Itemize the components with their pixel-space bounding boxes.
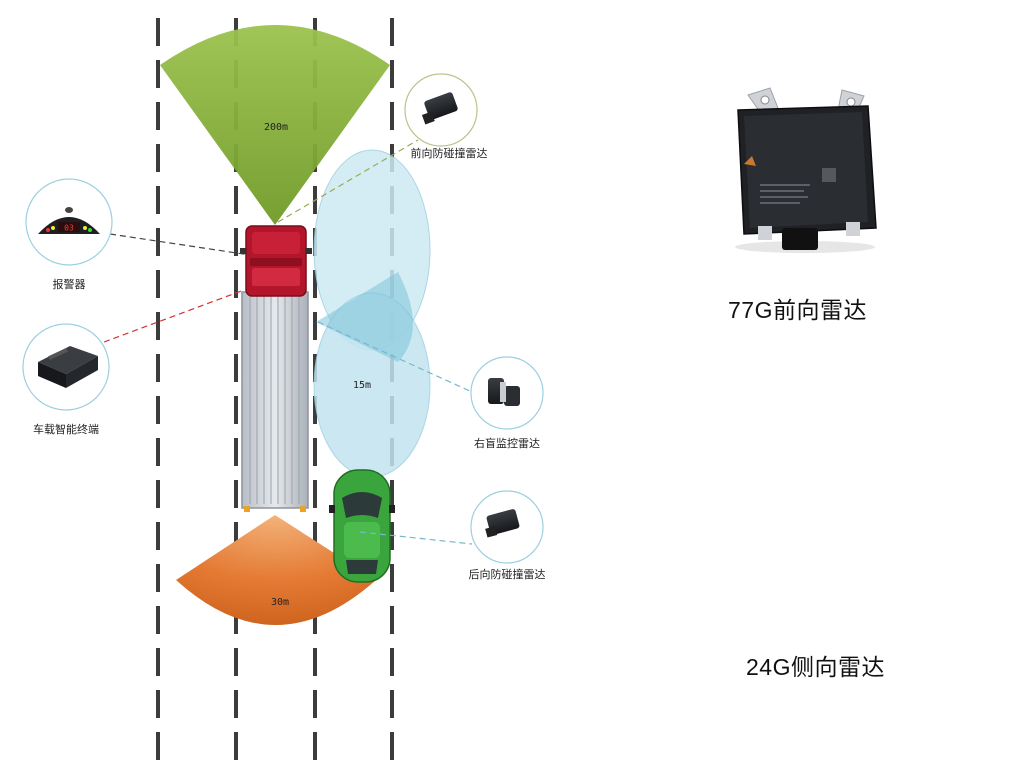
rear-radar-label: 后向防碰撞雷达 bbox=[469, 567, 546, 581]
front-radar-label: 前向防碰撞雷达 bbox=[411, 146, 488, 160]
connector-lines bbox=[103, 139, 473, 545]
side-radar-icon bbox=[488, 378, 520, 406]
rear-radar-icon bbox=[485, 509, 520, 538]
green-car bbox=[329, 469, 395, 583]
alarm-label: 报警器 bbox=[53, 277, 86, 291]
terminal-callout: 车载智能终端 bbox=[22, 323, 110, 436]
blind-spot-callout: 右盲监控雷达 bbox=[470, 356, 544, 450]
radar-sensor-icon bbox=[421, 92, 458, 125]
radar-77g-caption: 77G前向雷达 bbox=[728, 297, 867, 323]
truck-trailer bbox=[241, 291, 309, 509]
front-radar-callout: 前向防碰撞雷达 bbox=[404, 73, 488, 160]
side-radar-beam bbox=[316, 272, 413, 362]
radar-77g-image bbox=[735, 87, 877, 253]
alarm-display-readout: 03 bbox=[64, 224, 74, 233]
blind-spot-label: 右盲监控雷达 bbox=[474, 436, 540, 450]
radar-24g-caption: 24G侧向雷达 bbox=[746, 654, 885, 680]
rear-radar-zone bbox=[176, 515, 376, 625]
alarm-display-icon: 03 bbox=[38, 207, 100, 234]
front-radar-zone bbox=[160, 25, 390, 225]
alarm-callout: 03 报警器 bbox=[25, 178, 113, 291]
front-zone-label: 200m bbox=[264, 122, 288, 133]
side-zone-label: 15m bbox=[353, 380, 371, 391]
terminal-device-icon bbox=[38, 346, 98, 388]
rear-radar-callout: 后向防碰撞雷达 bbox=[469, 490, 546, 581]
truck bbox=[240, 225, 312, 512]
terminal-label: 车载智能终端 bbox=[33, 422, 99, 436]
rear-zone-label: 30m bbox=[271, 597, 289, 608]
